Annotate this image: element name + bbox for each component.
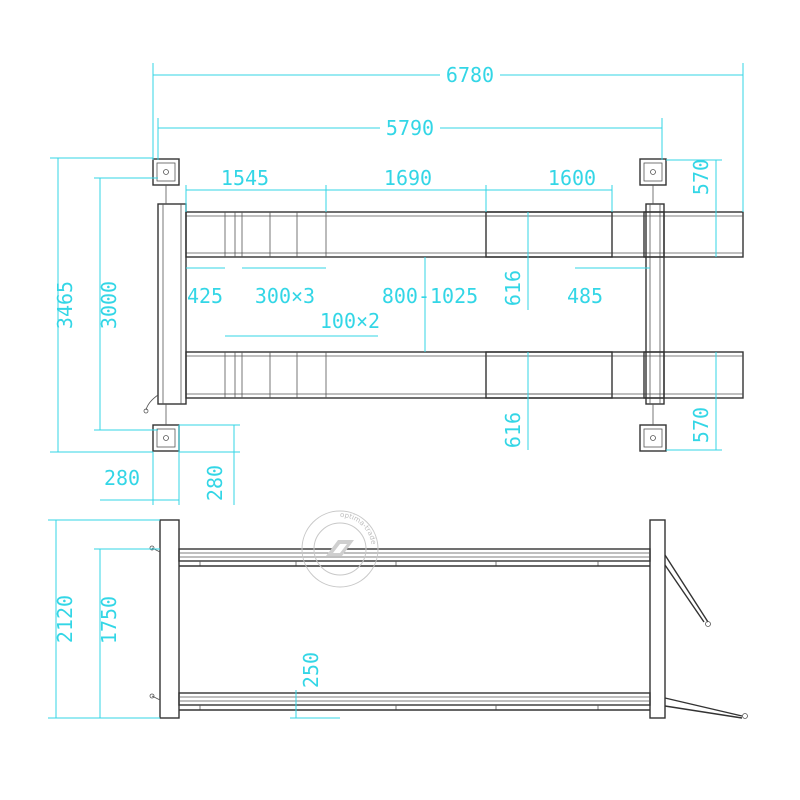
dim-column-span: 5790 [386,116,434,140]
dim-seg-mid: 1690 [384,166,432,190]
dim-height-low: 250 [299,652,323,688]
dim-overall-width: 3465 [53,281,77,329]
column-bases [152,158,667,452]
dim-col-offset-bottom: 570 [689,407,713,443]
side-view-dimension-lines [48,519,340,719]
dim-runway-width-a: 616 [501,270,525,306]
dim-slot-a: 425 [187,284,223,308]
cross-beams [143,203,665,414]
lower-platform [178,692,651,711]
dim-overall-length: 6780 [446,63,494,87]
top-view: 6780 5790 1545 1690 1600 425 300×3 800-1… [50,63,744,505]
dim-base-w: 280 [104,466,140,490]
ramps [149,545,748,719]
upper-platform [178,548,651,567]
dim-runway-width-b: 616 [501,412,525,448]
dim-seg-rear: 1600 [548,166,596,190]
side-view: 2120 1750 250 [48,519,748,719]
runway-front [185,211,744,258]
post-right [649,519,666,719]
dim-inner-width: 3000 [97,281,121,329]
dim-slot-b: 100×2 [320,309,380,333]
post-left [159,519,180,719]
top-view-dimension-lines [50,63,744,505]
dim-rear-end: 485 [567,284,603,308]
dim-runway-gap: 800-1025 [382,284,478,308]
dim-seg-front: 1545 [221,166,269,190]
dim-col-offset-top: 570 [689,159,713,195]
runway-rear [185,351,744,399]
dim-base-h: 280 [203,465,227,501]
dim-height-lift: 1750 [97,596,121,644]
dim-slot-pitch: 300×3 [255,284,315,308]
dim-height-total: 2120 [53,595,77,643]
